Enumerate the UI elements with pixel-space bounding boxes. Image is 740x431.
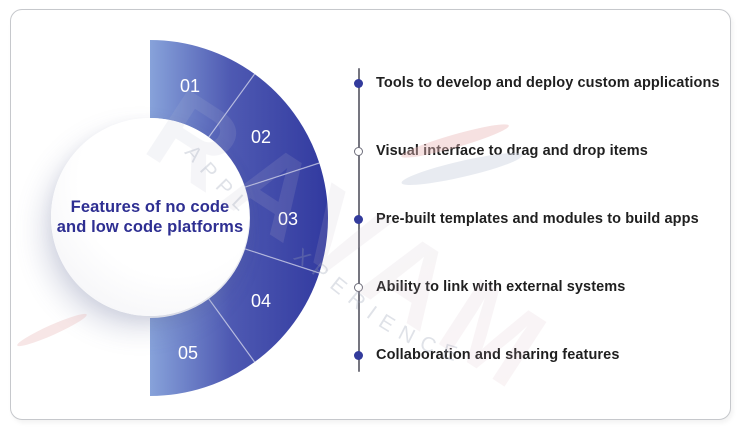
- bullet-filled-dot-icon: [354, 350, 363, 360]
- feature-item-3: Pre-built templates and modules to build…: [354, 208, 699, 230]
- feature-label-3: Pre-built templates and modules to build…: [376, 211, 699, 227]
- wheel-title-line1: Features of no code: [70, 198, 230, 216]
- feature-label-1: Tools to develop and deploy custom appli…: [376, 75, 720, 91]
- wheel-segment-02: [208, 74, 320, 188]
- bullet-filled-dot-icon: [354, 78, 363, 88]
- wheel-segment-05: [150, 298, 255, 396]
- wheel-number-02: 02: [251, 127, 271, 147]
- wheel-number-04: 04: [251, 291, 271, 311]
- feature-item-4: Ability to link with external systems: [354, 276, 625, 298]
- wheel-segment-01: [150, 40, 255, 138]
- wheel-segment-03: [245, 163, 329, 273]
- wheel-title-line2: and low code platforms: [56, 218, 244, 236]
- wheel-number-05: 05: [178, 343, 198, 363]
- wheel-segment-dividers: [208, 73, 320, 363]
- wheel-number-03: 03: [278, 209, 298, 229]
- feature-item-1: Tools to develop and deploy custom appli…: [354, 72, 720, 94]
- center-circle: Features of no code and low code platfor…: [51, 118, 249, 316]
- feature-label-5: Collaboration and sharing features: [376, 347, 620, 363]
- bullet-open-dot-icon: [354, 282, 363, 292]
- feature-label-2: Visual interface to drag and drop items: [376, 143, 648, 159]
- bullet-filled-dot-icon: [354, 214, 363, 224]
- wheel-segment-04: [208, 248, 320, 362]
- feature-item-5: Collaboration and sharing features: [354, 344, 620, 366]
- feature-item-2: Visual interface to drag and drop items: [354, 140, 648, 162]
- feature-label-4: Ability to link with external systems: [376, 279, 626, 295]
- bullet-open-dot-icon: [354, 146, 363, 156]
- wheel-number-01: 01: [180, 76, 200, 96]
